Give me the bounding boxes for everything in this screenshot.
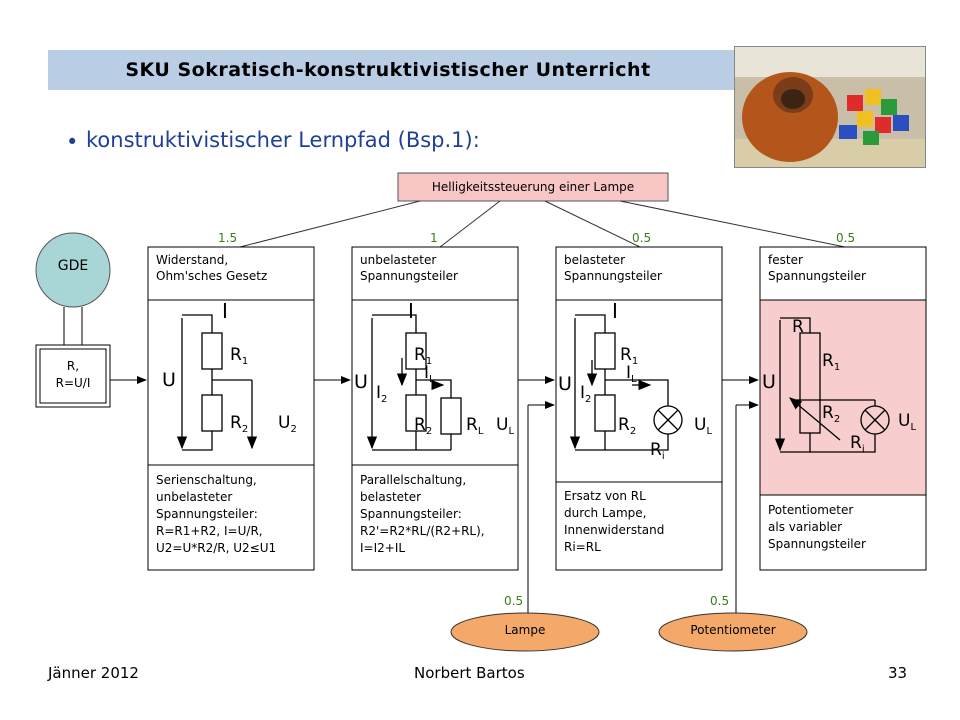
- svg-text:U: U: [162, 369, 176, 391]
- svg-text:U2: U2: [278, 413, 297, 435]
- svg-text:U: U: [354, 371, 368, 393]
- weight-col3: 0.5: [632, 231, 652, 245]
- footer-author: Norbert Bartos: [414, 664, 525, 682]
- subtitle: konstruktivistischer Lernpfad (Bsp.1):: [86, 128, 480, 152]
- col1-header-line2: Ohm'sches Gesetz: [156, 269, 268, 283]
- svg-text:R2: R2: [618, 415, 636, 437]
- footer-date: Jänner 2012: [48, 664, 139, 682]
- weight-col1: 1.5: [218, 231, 238, 245]
- col3-desc-line: Innenwiderstand: [564, 523, 665, 537]
- svg-text:RL: RL: [466, 415, 484, 437]
- title-bar: [48, 50, 748, 90]
- col4-desc-line: Potentiometer: [768, 503, 854, 517]
- svg-text:IL: IL: [626, 363, 637, 385]
- bullet-icon: •: [66, 130, 79, 154]
- svg-text:U: U: [762, 371, 776, 393]
- col1-header-line1: Widerstand,: [156, 253, 229, 267]
- bottom-connectors: [527, 401, 759, 613]
- col2-header-line2: Spannungsteiler: [360, 269, 458, 283]
- col1-description: Serienschaltung, unbelasteter Spannungst…: [156, 472, 311, 557]
- weight-col2: 1: [430, 231, 438, 245]
- col3-desc-line: Ri=RL: [564, 540, 601, 554]
- col3-header-line1: belasteter: [564, 253, 626, 267]
- svg-text:R2: R2: [414, 415, 432, 437]
- col1-desc-line: unbelasteter: [156, 490, 233, 504]
- col3-desc-line: Ersatz von RL: [564, 489, 646, 503]
- root-node-label: Helligkeitssteuerung einer Lampe: [431, 180, 635, 194]
- oval-potentiometer-label: Potentiometer: [690, 623, 776, 637]
- col1-desc-line: Serienschaltung,: [156, 473, 257, 487]
- pot-panel: [760, 300, 926, 495]
- col4-header-line1: fester: [768, 253, 803, 267]
- svg-text:I2: I2: [580, 383, 591, 405]
- col2-desc-line: belasteter: [360, 490, 422, 504]
- tree-connectors: [239, 200, 846, 248]
- col2-desc-line: R2'=R2*RL/(R2+RL),: [360, 524, 485, 538]
- weight-potentiometer: 0.5: [710, 594, 730, 608]
- gde-circle: [35, 232, 111, 308]
- circuit-potentiometer: [774, 317, 890, 453]
- svg-text:UL: UL: [694, 415, 712, 437]
- col3-header-line2: Spannungsteiler: [564, 269, 662, 283]
- column-boxes: [147, 246, 723, 571]
- col2-desc-line: I=I2+IL: [360, 541, 406, 555]
- circuit-loaded-divider: [366, 314, 462, 451]
- svg-text:UL: UL: [496, 415, 514, 437]
- svg-text:R2: R2: [230, 413, 248, 435]
- col1-desc-line: U2=U*R2/R, U2≤U1: [156, 541, 277, 555]
- svg-text:I: I: [408, 299, 414, 323]
- col3-desc-line: durch Lampe,: [564, 506, 647, 520]
- weight-lampe: 0.5: [504, 594, 524, 608]
- circuit-labels: I U R1 R2 U2 I U I2 R1 IL R2 RL UL I U I…: [162, 299, 916, 462]
- svg-text:I: I: [222, 299, 228, 323]
- gde-box-line2: R=U/I: [55, 376, 91, 390]
- col1-desc-line: R=R1+R2, I=U/R,: [156, 524, 263, 538]
- svg-text:U: U: [558, 373, 572, 395]
- oval-potentiometer: [658, 612, 808, 652]
- col4-description: Potentiometer als variabler Spannungstei…: [768, 502, 923, 553]
- weight-col4: 0.5: [836, 231, 856, 245]
- col2-desc-line: Parallelschaltung,: [360, 473, 467, 487]
- svg-text:Ri: Ri: [650, 440, 665, 462]
- circuit-lamp: [569, 314, 683, 451]
- footer-page-number: 33: [888, 664, 908, 682]
- gde-box: [35, 344, 111, 408]
- root-node-box: [397, 172, 669, 202]
- svg-text:R: R: [792, 317, 804, 337]
- col4-desc-line: Spannungsteiler: [768, 537, 866, 551]
- svg-text:Ri: Ri: [850, 433, 865, 455]
- gde-label: GDE: [57, 258, 89, 274]
- svg-text:R1: R1: [230, 345, 248, 367]
- svg-text:I: I: [612, 299, 618, 323]
- col4-desc-line: als variabler: [768, 520, 843, 534]
- circuit-series: [176, 314, 258, 451]
- col2-header-line1: unbelasteter: [360, 253, 437, 267]
- col4-header-line2: Spannungsteiler: [768, 269, 866, 283]
- col1-desc-line: Spannungsteiler:: [156, 507, 258, 521]
- oval-lampe: [450, 612, 600, 652]
- oval-lampe-label: Lampe: [504, 623, 546, 637]
- gde-box-line1: R,: [66, 359, 80, 373]
- svg-text:IL: IL: [424, 363, 435, 385]
- col2-description: Parallelschaltung, belasteter Spannungst…: [360, 472, 515, 557]
- col2-desc-line: Spannungsteiler:: [360, 507, 462, 521]
- svg-text:I2: I2: [376, 383, 387, 405]
- col3-description: Ersatz von RL durch Lampe, Innenwidersta…: [564, 488, 719, 556]
- page-title: SKU Sokratisch-konstruktivistischer Unte…: [125, 59, 651, 81]
- orangutan-photo: [734, 46, 926, 168]
